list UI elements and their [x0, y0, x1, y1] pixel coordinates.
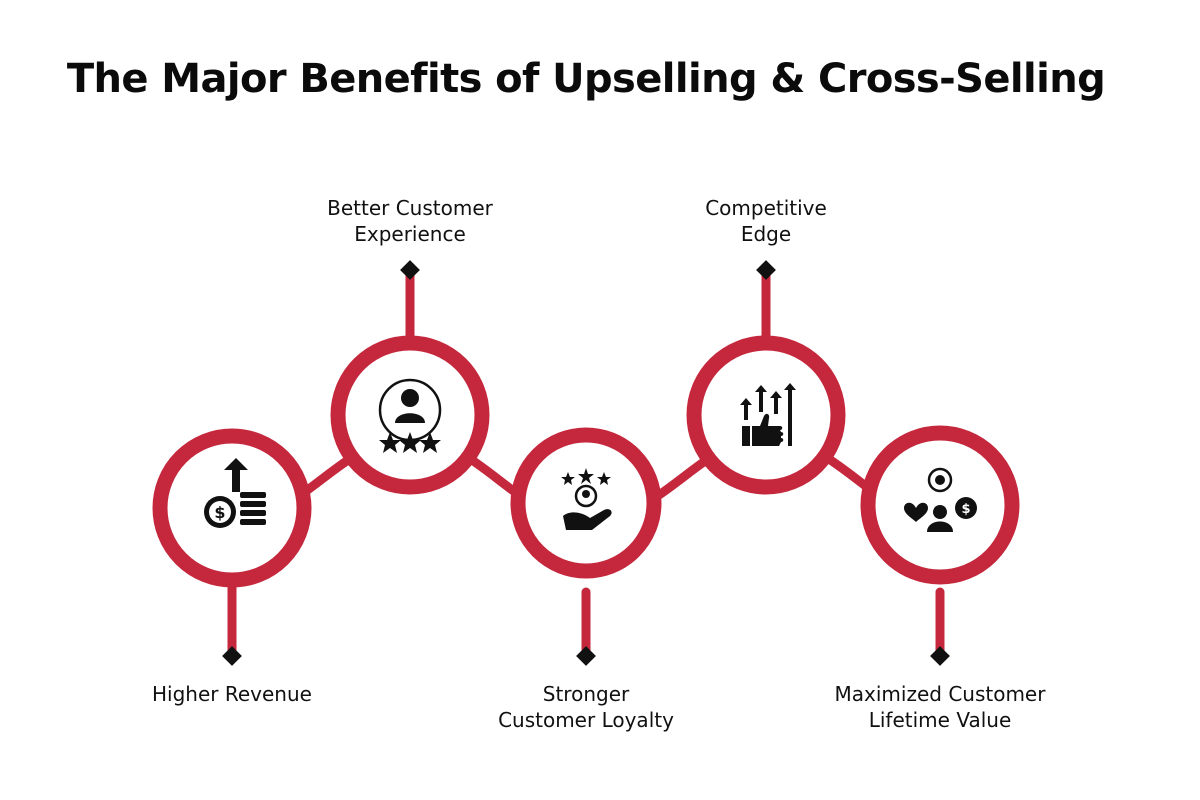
benefit-node-maximized-customer-lifetime-value: $ — [860, 425, 1020, 585]
label-line: Competitive — [705, 196, 827, 220]
marker-diamond — [930, 646, 950, 666]
heart-person-dollar-icon: $ — [904, 467, 977, 532]
benefit-node-competitive-edge — [686, 335, 846, 495]
label-line: Higher Revenue — [152, 682, 312, 706]
label-line: Lifetime Value — [868, 708, 1012, 732]
label-maximized-customer-lifetime-value: Maximized Customer Lifetime Value — [810, 681, 1070, 733]
svg-text:$: $ — [961, 502, 970, 517]
arrows-thumbs-up-icon — [740, 383, 796, 446]
label-line: Better Customer — [327, 196, 493, 220]
marker-diamond — [400, 260, 420, 280]
page-title: The Major Benefits of Upselling & Cross-… — [66, 56, 1106, 102]
label-line: Customer Loyalty — [498, 708, 674, 732]
rated-customer-icon — [378, 378, 442, 453]
benefit-node-higher-revenue: $ — [152, 428, 312, 588]
label-line: Edge — [740, 222, 792, 246]
label-line: Maximized Customer — [834, 682, 1046, 706]
label-better-customer-experience: Better Customer Experience — [290, 195, 530, 247]
label-line: Stronger — [542, 682, 630, 706]
label-higher-revenue: Higher Revenue — [132, 681, 332, 707]
svg-text:$: $ — [214, 503, 225, 522]
connector-line — [227, 265, 945, 661]
coins-up-arrow-icon: $ — [204, 458, 266, 528]
marker-diamond — [222, 646, 242, 666]
benefit-node-stronger-customer-loyalty — [510, 427, 662, 579]
hand-customer-stars-icon — [561, 468, 612, 530]
label-competitive-edge: Competitive Edge — [656, 195, 876, 247]
label-line: Experience — [354, 222, 466, 246]
benefit-node-better-customer-experience — [330, 335, 490, 495]
marker-diamond — [756, 260, 776, 280]
label-stronger-customer-loyalty: Stronger Customer Loyalty — [476, 681, 696, 733]
marker-diamond — [576, 646, 596, 666]
